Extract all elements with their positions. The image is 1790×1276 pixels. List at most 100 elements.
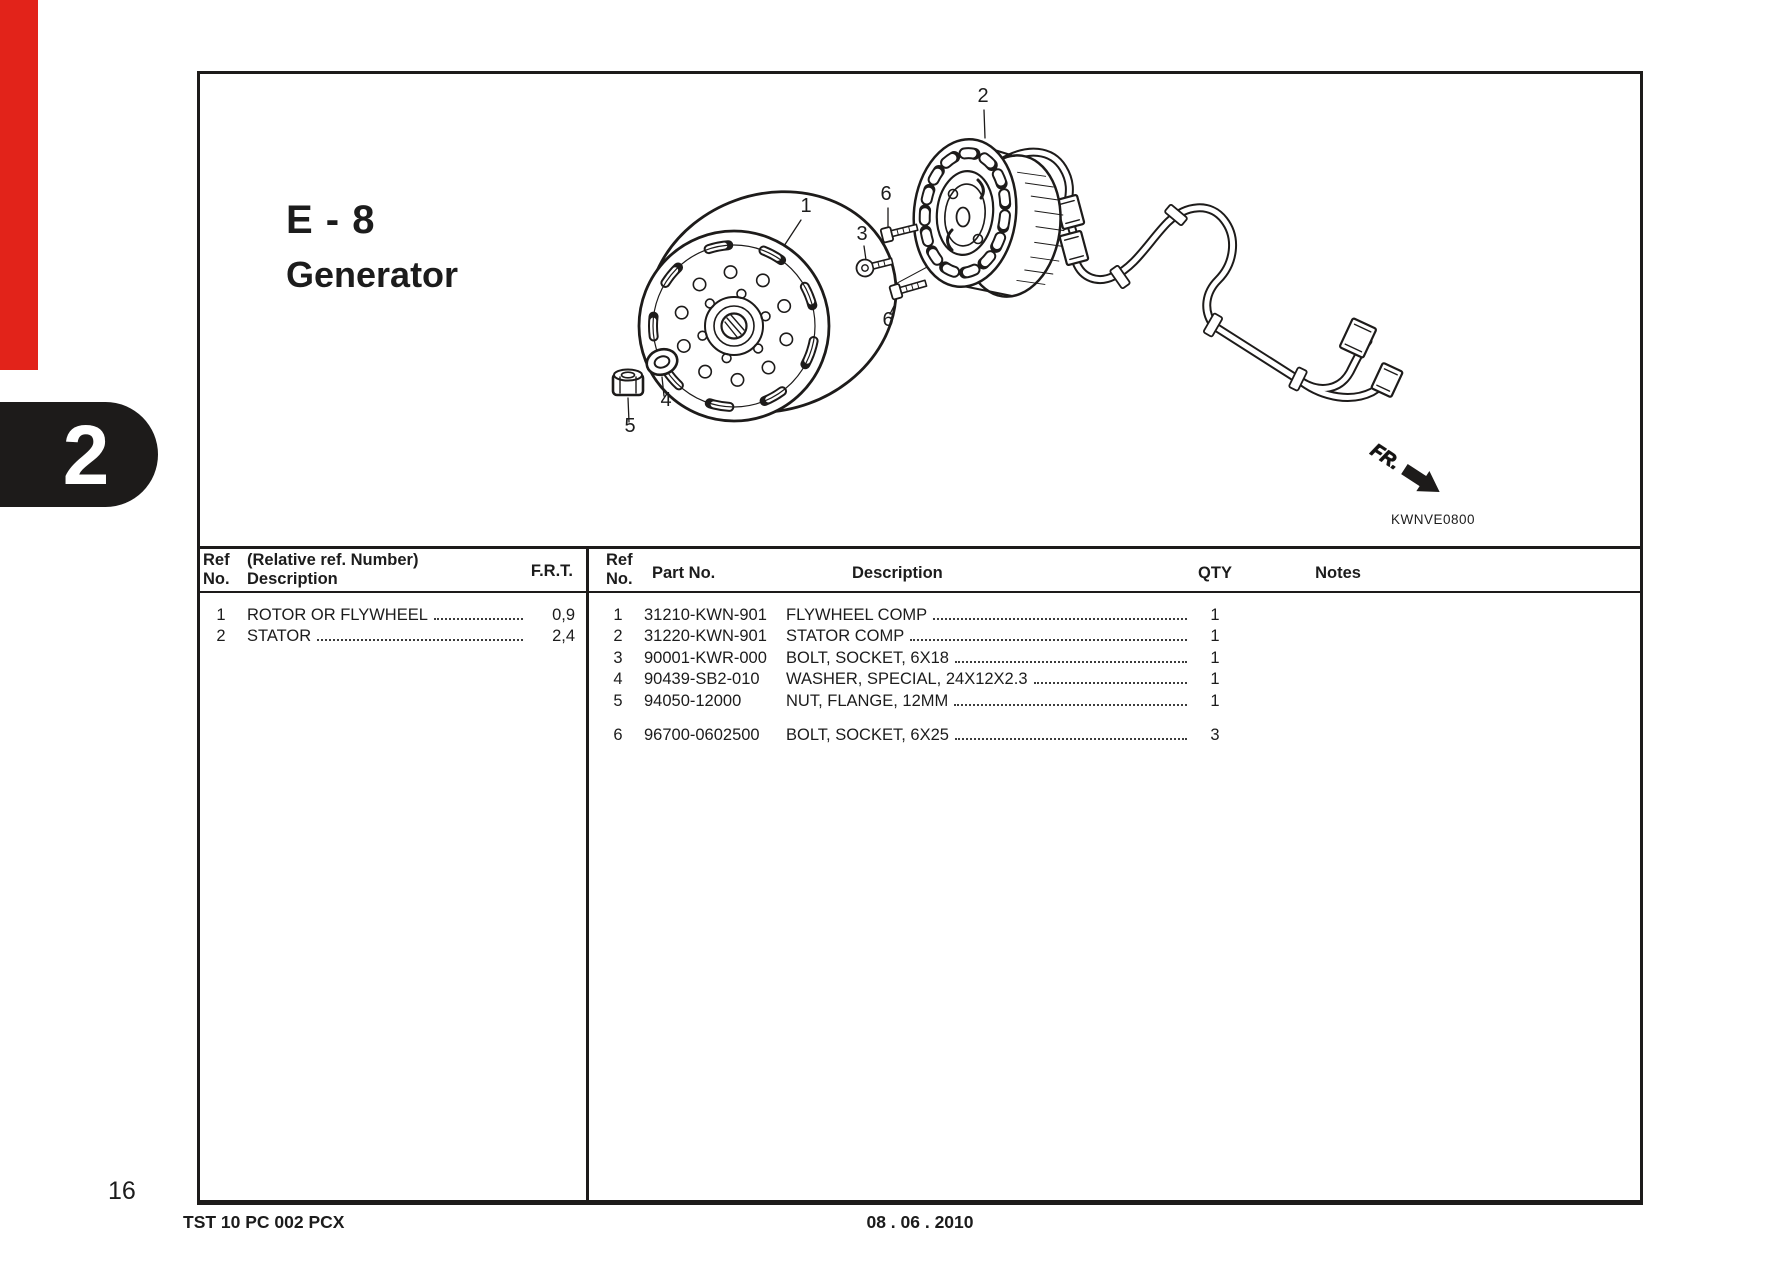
column-header-notes: Notes [1315, 564, 1361, 582]
table-row: 3 90001-KWR-000 BOLT, SOCKET, 6X18 1 [600, 646, 1237, 668]
bolt-socket-6x18-drawing [855, 257, 894, 278]
footer-doc-code: TST 10 PC 002 PCX [183, 1212, 345, 1232]
table-row: 2 31220-KWN-901 STATOR COMP 1 [600, 625, 1237, 647]
connector-drawing [1370, 362, 1404, 398]
callout-label: 4 [660, 389, 671, 411]
part-no-cell: 94050-12000 [644, 691, 742, 710]
callout-leader-line [983, 109, 986, 139]
harness-clamp-drawing [1288, 366, 1308, 392]
description-cell: STATOR COMP [786, 627, 905, 645]
table-row: 4 90439-SB2-010 WASHER, SPECIAL, 24X12X2… [600, 668, 1237, 690]
content-frame [197, 71, 1643, 1205]
callout-label: 5 [624, 415, 635, 437]
part-no-cell: 90001-KWR-000 [644, 648, 767, 667]
harness-clamp-drawing [1109, 265, 1131, 289]
ref-no-cell: 5 [613, 691, 623, 710]
table-row: 5 94050-12000 NUT, FLANGE, 12MM 1 [600, 689, 1237, 711]
ref-no-cell: 2 [216, 627, 226, 645]
table-divider [586, 546, 589, 1202]
table-row: 1 31210-KWN-901 FLYWHEEL COMP 1 [600, 603, 1237, 625]
column-header-qty: QTY [1198, 564, 1232, 582]
ref-no-cell: 1 [613, 605, 623, 624]
harness-clamp-drawing [1164, 204, 1188, 226]
ref-no-cell: 3 [613, 648, 623, 667]
callout-label: 6 [880, 183, 891, 205]
column-header-ref-no: Ref No. [606, 551, 633, 588]
exploded-parts-diagram: 1 2 3 4 5 6 6 FR. [611, 85, 1440, 492]
table-header-bottom-rule [197, 591, 1643, 593]
dot-leader [954, 660, 1187, 663]
dot-leader [954, 703, 1187, 706]
part-no-cell: 31220-KWN-901 [644, 627, 767, 645]
description-cell: ROTOR OR FLYWHEEL [247, 605, 428, 624]
description-cell: WASHER, SPECIAL, 24X12X2.3 [786, 670, 1028, 688]
ref-no-cell: 4 [613, 670, 623, 688]
fr-label: FR. [1367, 440, 1404, 474]
dot-leader [317, 639, 523, 641]
harness-clamp-drawing [1203, 312, 1223, 338]
dot-leader [1033, 682, 1187, 684]
qty-cell: 1 [1210, 648, 1220, 667]
relative-parts-list: 1 ROTOR OR FLYWHEEL 0,9 2 STATOR 2,4 [205, 603, 575, 646]
description-cell: BOLT, SOCKET, 6X18 [786, 648, 949, 667]
nut-drawing [611, 368, 645, 397]
page-number: 16 [108, 1177, 136, 1205]
callout-label: 2 [977, 85, 988, 107]
qty-cell: 3 [1210, 726, 1220, 744]
dot-leader [910, 639, 1187, 641]
part-no-cell: 90439-SB2-010 [644, 670, 760, 688]
ref-no-cell: 6 [613, 726, 623, 744]
fr-direction-arrow: FR. [1366, 440, 1440, 492]
callout-leader-line [627, 397, 630, 423]
qty-cell: 1 [1210, 670, 1220, 688]
dot-leader [954, 738, 1187, 740]
footer-date: 08 . 06 . 2010 [866, 1212, 974, 1232]
dot-leader [433, 617, 523, 620]
stator-drawing [912, 137, 1065, 298]
table-header-top-rule [197, 546, 1643, 549]
qty-cell: 1 [1210, 627, 1220, 645]
column-header-frt: F.R.T. [530, 562, 573, 580]
callout-leader-line [889, 301, 897, 315]
callout-label: 1 [800, 195, 811, 217]
description-cell: NUT, FLANGE, 12MM [786, 691, 949, 710]
description-cell: FLYWHEEL COMP [786, 605, 928, 624]
callout-leader-line [863, 245, 867, 261]
wire-harness-drawing [995, 147, 1404, 402]
ref-no-cell: 2 [613, 627, 623, 645]
column-header-part-no: Part No. [652, 564, 716, 582]
part-no-cell: 96700-0602500 [644, 726, 760, 744]
table-row: 2 STATOR 2,4 [205, 625, 575, 647]
section-code: E - 8 [286, 198, 376, 242]
dot-leader [933, 617, 1187, 620]
bolt-socket-6x25-drawing [888, 279, 928, 301]
part-no-cell: 31210-KWN-901 [644, 605, 767, 624]
section-edge-marker [0, 0, 38, 370]
column-header-relative-description: (Relative ref. Number) Description [247, 551, 419, 588]
column-header-ref-no: Ref No. [203, 551, 230, 588]
bolt-socket-6x25-drawing [879, 223, 919, 244]
parts-list: 1 31210-KWN-901 FLYWHEEL COMP 1 2 31220-… [600, 603, 1237, 745]
callout-label: 3 [856, 223, 867, 245]
washer-drawing [645, 347, 679, 377]
section-title: Generator [286, 254, 459, 295]
qty-cell: 1 [1210, 691, 1220, 710]
connector-drawing [1339, 317, 1377, 359]
qty-cell: 1 [1210, 605, 1220, 624]
description-cell: BOLT, SOCKET, 6X25 [786, 726, 949, 744]
diagram-image-code: KWNVE0800 [1390, 512, 1475, 527]
callout-leader-line [661, 376, 665, 397]
callout-label: 6 [882, 309, 893, 331]
table-row: 1 ROTOR OR FLYWHEEL 0,9 [205, 603, 575, 625]
section-tab-number: 2 [62, 407, 110, 502]
callout-leader-line [783, 219, 802, 247]
column-header-description: Description [852, 564, 943, 582]
ref-no-cell: 1 [216, 605, 226, 624]
description-cell: STATOR [247, 627, 312, 645]
frt-cell: 0,9 [552, 605, 575, 624]
flywheel-drawing [637, 190, 898, 423]
frt-cell: 2,4 [552, 627, 575, 645]
table-row: 6 96700-0602500 BOLT, SOCKET, 6X25 3 [600, 724, 1237, 746]
section-tab: 2 [0, 402, 158, 507]
